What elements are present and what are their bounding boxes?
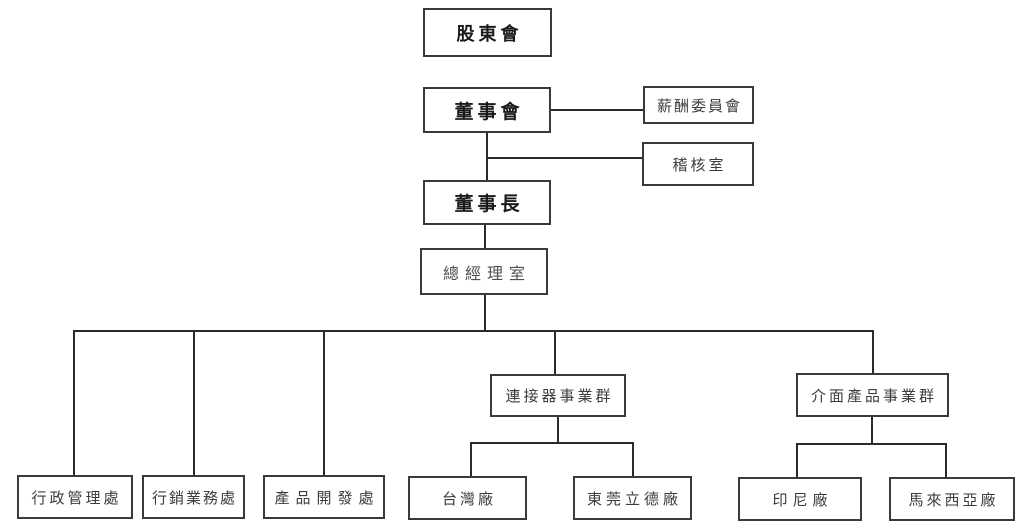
org-node-board-of-directors: 董事會 [423,87,551,133]
org-node-interface-business-group: 介面產品事業群 [796,373,949,417]
org-node-chairman: 董事長 [423,180,551,225]
org-node-dongguan-lide-plant: 東莞立德廠 [573,476,692,520]
org-node-connector-business-group: 連接器事業群 [490,374,626,417]
connector-drop-admin-division [73,330,75,475]
org-node-general-manager-office: 總經理室 [420,248,548,295]
connector-drop-taiwan-plant [470,442,472,476]
org-node-shareholders-meeting: 股東會 [423,8,552,57]
connector-drop-dongguan-plant [632,442,634,476]
org-node-indonesia-plant: 印尼廠 [738,477,862,521]
org-node-product-dev-division: 產品開發處 [263,475,385,519]
org-node-compensation-committee: 薪酬委員會 [643,86,754,124]
connector-board-to-chairman [486,133,488,180]
connector-drop-malaysia-plant [945,443,947,477]
org-node-taiwan-plant: 台灣廠 [408,476,527,520]
connector-riser-to-audit-office [487,157,642,159]
connector-drop-indonesia-plant [796,443,798,477]
connector-drop-interface-group [872,330,874,373]
connector-drop-product-dev-division [323,330,325,475]
connector-main-horizontal-bus [73,330,874,332]
org-node-malaysia-plant: 馬來西亞廠 [889,477,1015,521]
connector-connector-group-children-bus [470,442,634,444]
connector-chairman-to-gm-office [484,225,486,248]
connector-board-to-compensation [551,109,643,111]
connector-gm-office-to-main-bus [484,295,486,331]
connector-connector-group-down [557,417,559,443]
connector-interface-group-down [871,417,873,444]
org-node-marketing-division: 行銷業務處 [142,475,245,519]
connector-drop-marketing-division [193,330,195,475]
connector-interface-group-children-bus [796,443,947,445]
org-node-audit-office: 稽核室 [642,142,754,186]
connector-drop-connector-group [554,330,556,374]
org-node-admin-division: 行政管理處 [17,475,133,519]
